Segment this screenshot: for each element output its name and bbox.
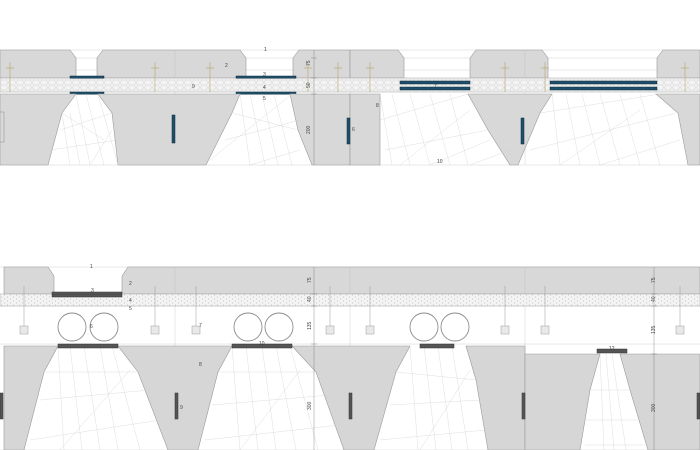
bottom-upper-slab (3, 266, 700, 295)
bottom-label-7: 7 (199, 323, 202, 329)
top-anchors (6, 62, 689, 92)
top-window-frames (171, 114, 525, 145)
top-label-10: 10 (437, 159, 443, 165)
top-dim-75: 75 (306, 60, 312, 66)
top-glazing (69, 75, 658, 95)
bottom-dim-40-left: 40 (307, 296, 313, 302)
bottom-dim-75-right: 75 (651, 277, 657, 283)
bottom-labels: 1 2 3 4 5 6 7 8 9 10 12 (90, 264, 615, 411)
bottom-dim-75-left: 75 (307, 277, 313, 283)
bottom-plates (57, 343, 628, 354)
bottom-label-3: 3 (91, 288, 94, 294)
bottom-label-6: 6 (90, 324, 93, 330)
bottom-ducts (57, 312, 470, 342)
bottom-hangers (19, 286, 685, 335)
bottom-dim-300-left: 300 (307, 401, 313, 410)
bottom-lower-slab (3, 345, 700, 450)
bottom-label-5: 5 (129, 306, 132, 312)
top-lower-slab (0, 93, 700, 166)
top-label-5: 5 (263, 96, 266, 102)
bottom-label-10: 10 (259, 341, 265, 347)
bottom-dim-135-left: 135 (307, 321, 313, 330)
top-insulation-pattern (0, 78, 700, 92)
bottom-insulation-pattern (0, 294, 700, 306)
top-label-4: 4 (263, 85, 266, 91)
bottom-void-hatch (29, 345, 645, 450)
top-section: 75 50 200 1 2 3 4 5 6 7 8 9 10 (0, 47, 700, 166)
bottom-label-9: 9 (180, 405, 183, 411)
bottom-label-1: 1 (90, 264, 93, 270)
bottom-label-2: 2 (129, 281, 132, 287)
bottom-section: 75 40 135 300 75 40 135 300 1 2 3 4 5 6 … (0, 264, 700, 450)
top-label-8: 8 (376, 103, 379, 109)
bottom-window-frames (0, 392, 700, 420)
bottom-dim-40-right: 40 (651, 296, 657, 302)
bottom-label-4: 4 (129, 298, 132, 304)
top-label-7: 7 (434, 84, 437, 90)
top-label-6: 6 (352, 127, 355, 133)
bottom-label-12: 12 (609, 346, 615, 352)
top-label-2: 2 (225, 63, 228, 69)
top-label-1: 1 (264, 47, 267, 53)
top-dim-50: 50 (306, 82, 312, 88)
top-void-hatch (49, 93, 681, 166)
bottom-dimensions: 75 40 135 300 75 40 135 300 (307, 267, 657, 450)
bottom-glazing-overlay (51, 293, 123, 298)
top-dimensions: 75 50 200 (306, 50, 317, 165)
bottom-dim-300-right: 300 (651, 403, 657, 412)
top-labels: 1 2 3 4 5 6 7 8 9 10 (192, 47, 443, 165)
top-dim-200: 200 (306, 125, 312, 134)
bottom-dim-135-right: 135 (651, 325, 657, 334)
top-upper-slab (0, 49, 700, 79)
bottom-label-8: 8 (199, 362, 202, 368)
top-label-9: 9 (192, 84, 195, 90)
top-label-3: 3 (263, 72, 266, 78)
